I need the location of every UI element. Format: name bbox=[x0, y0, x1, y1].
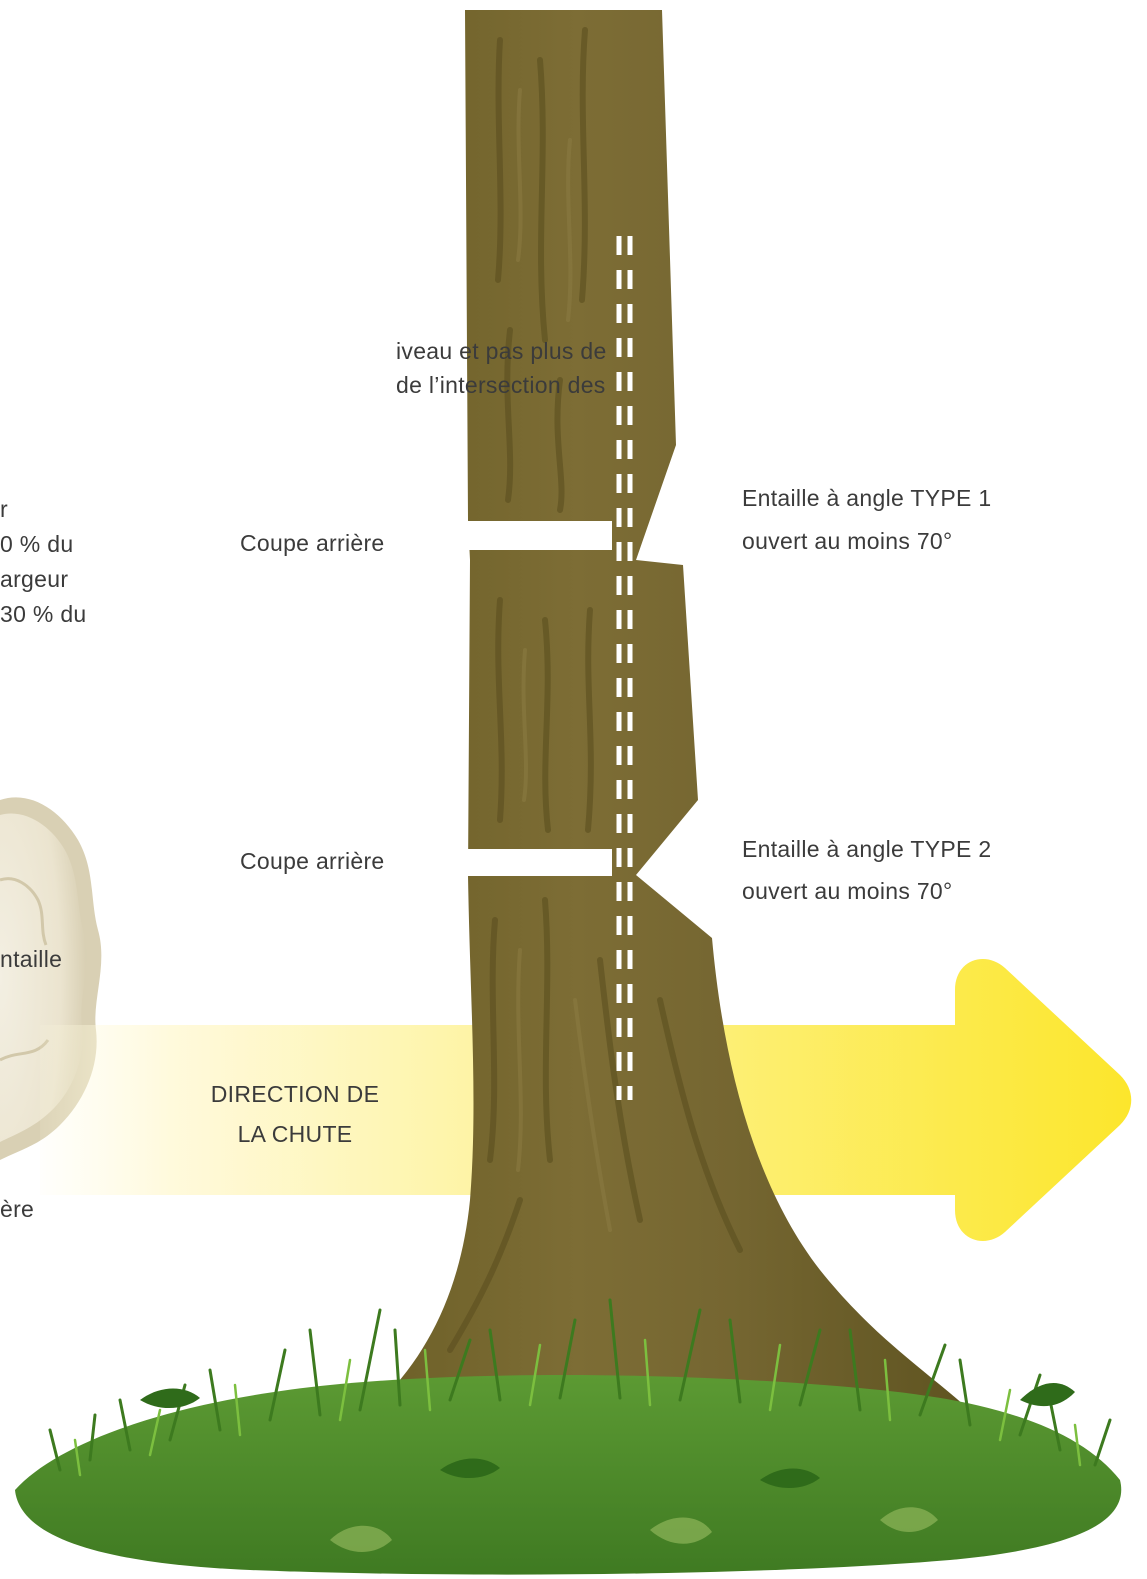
notch-type-2-line-1: Entaille à angle TYPE 2 bbox=[742, 836, 992, 862]
back-cut-lower bbox=[468, 849, 612, 876]
left-note-2-line-3: argeur bbox=[0, 566, 69, 592]
hinge-dashed-line bbox=[616, 236, 633, 1100]
left-note-2-line-1: r bbox=[0, 496, 8, 522]
left-note-3: ntaille bbox=[0, 946, 63, 972]
left-note-1-line-2: de l’intersection des bbox=[396, 372, 606, 398]
back-cut-upper bbox=[468, 521, 612, 550]
tree-trunk bbox=[360, 10, 980, 1420]
left-note-2-line-4: 30 % du bbox=[0, 601, 87, 627]
back-cut-lower-label: Coupe arrière bbox=[240, 848, 385, 874]
left-note-4: ère bbox=[0, 1196, 35, 1222]
fall-direction-line-2: LA CHUTE bbox=[237, 1121, 353, 1147]
notch-type-1-line-1: Entaille à angle TYPE 1 bbox=[742, 485, 992, 511]
grass-ground bbox=[15, 1298, 1122, 1575]
left-note-2-line-2: 0 % du bbox=[0, 531, 74, 557]
notch-type-2-line-2: ouvert au moins 70° bbox=[742, 878, 953, 904]
back-cut-upper-label: Coupe arrière bbox=[240, 530, 385, 556]
fall-direction-line-1: DIRECTION DE bbox=[210, 1081, 380, 1107]
notch-type-1-line-2: ouvert au moins 70° bbox=[742, 528, 953, 554]
left-note-1-line-1: iveau et pas plus de bbox=[396, 338, 607, 364]
